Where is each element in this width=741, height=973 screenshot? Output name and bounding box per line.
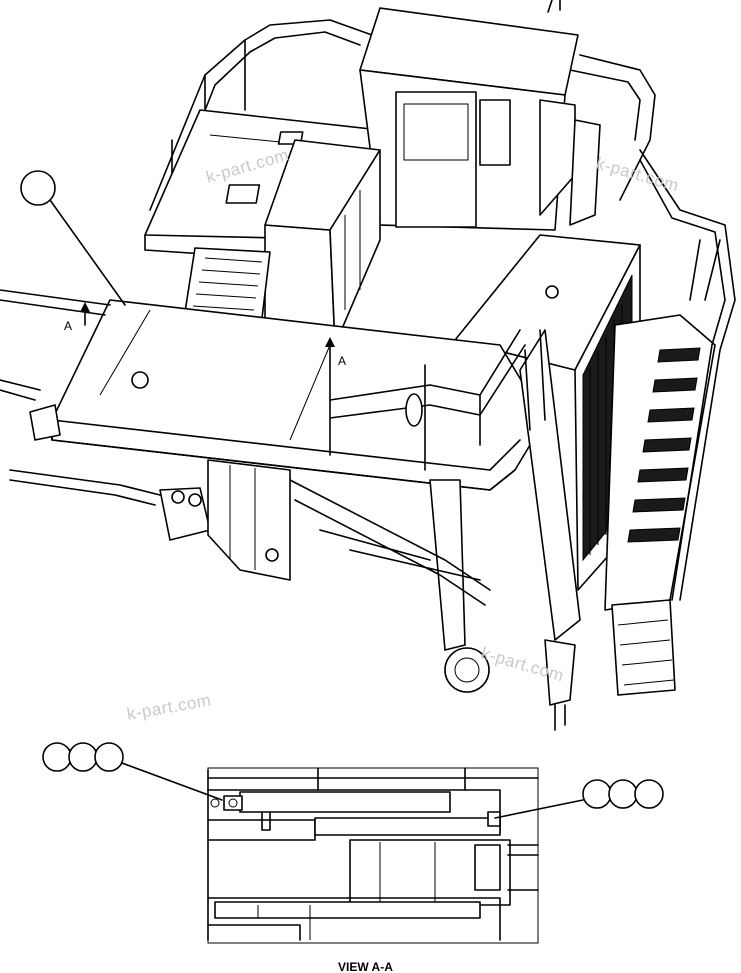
callout-balloons-left <box>42 742 223 801</box>
machine-upper-deck <box>0 0 736 731</box>
radiator-grille <box>589 305 623 555</box>
watermark: k-part.com <box>594 154 681 196</box>
callout-balloons-right <box>494 779 664 819</box>
callout-balloon-top <box>20 170 126 306</box>
view-a-a-detail <box>207 767 539 944</box>
section-marker-left: A <box>64 302 90 333</box>
svg-text:A: A <box>64 319 72 333</box>
watermark: k-part.com <box>125 690 212 724</box>
section-marker-right: A <box>325 337 346 368</box>
svg-text:A: A <box>338 354 346 368</box>
view-caption: VIEW A-A <box>338 960 393 973</box>
